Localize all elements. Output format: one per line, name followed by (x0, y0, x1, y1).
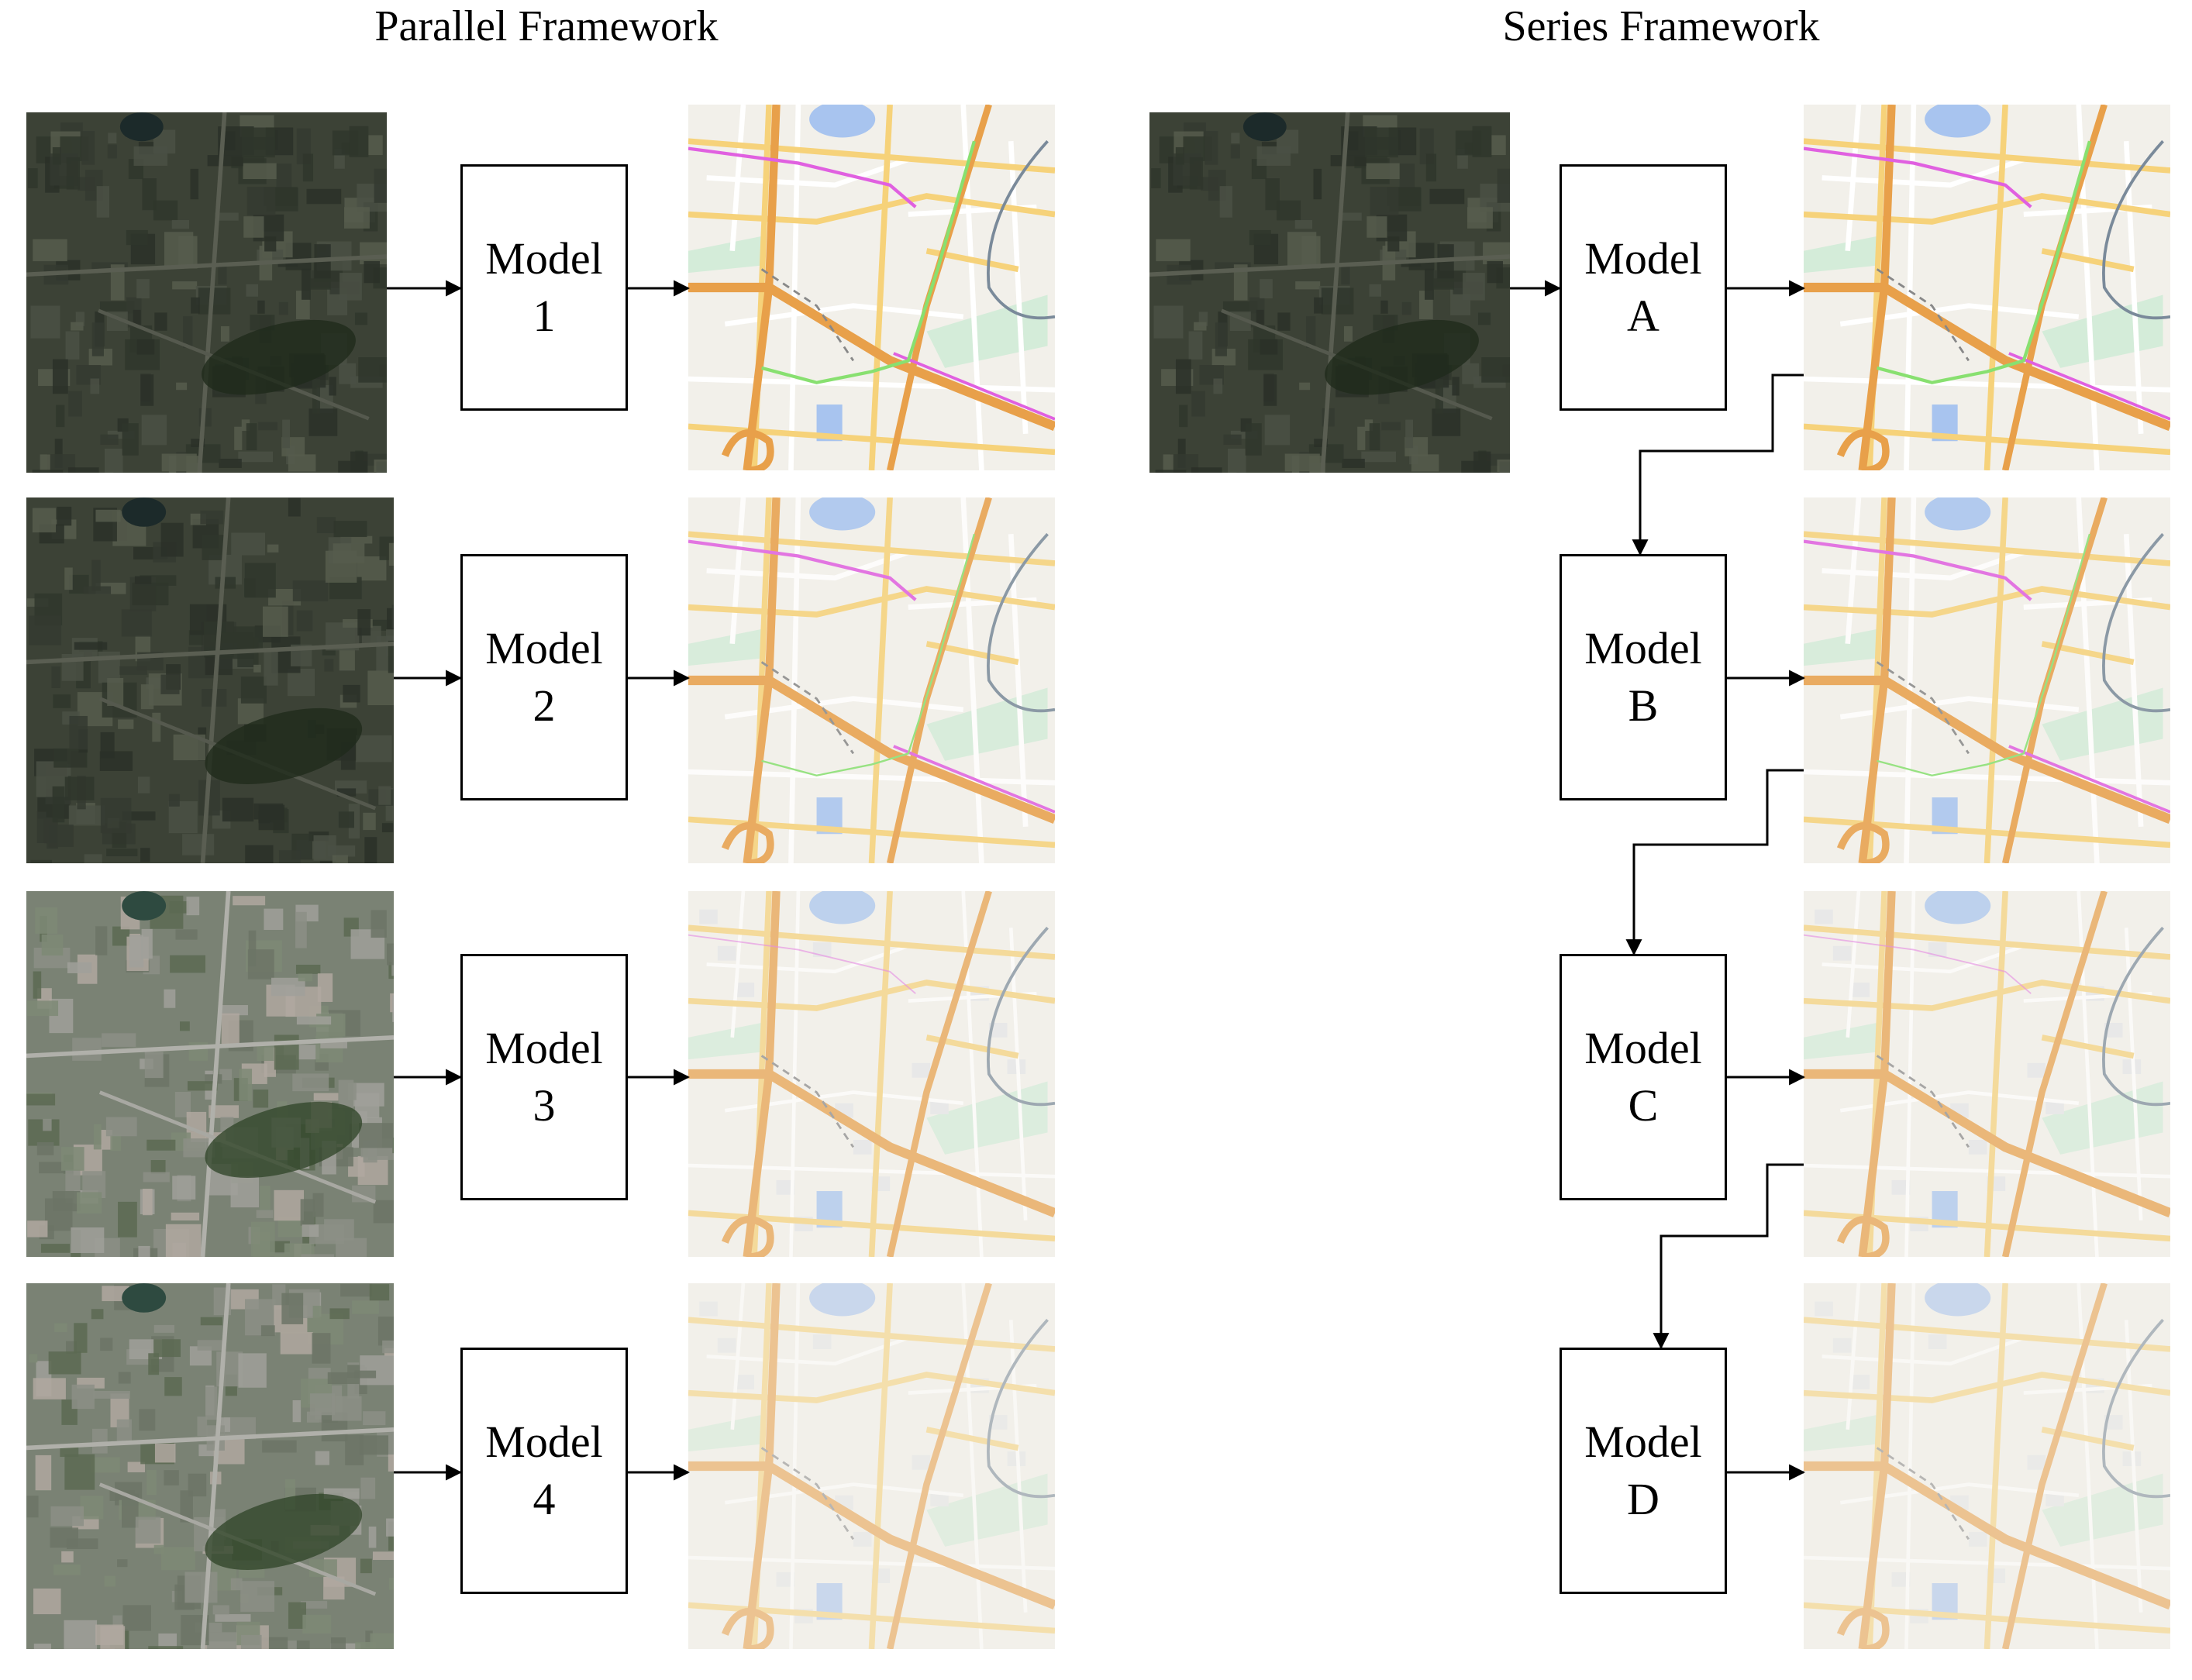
parallel-model-box-1: Model 1 (460, 164, 628, 411)
model-label: Model (1584, 1023, 1702, 1073)
series-map-output-d (1804, 1283, 2170, 1649)
model-label: Model (1584, 1417, 1702, 1467)
model-id: B (1628, 680, 1659, 731)
parallel-map-output-2 (688, 497, 1055, 863)
parallel-framework-title: Parallel Framework (374, 2, 719, 50)
parallel-map-output-3 (688, 891, 1055, 1257)
parallel-map-output-1 (688, 105, 1055, 470)
parallel-satellite-image-3 (26, 891, 394, 1257)
model-label: Model (485, 1417, 603, 1467)
parallel-map-output-4 (688, 1283, 1055, 1649)
model-label: Model (1584, 233, 1702, 284)
parallel-satellite-image-2 (26, 497, 394, 863)
series-satellite-image (1149, 112, 1510, 473)
parallel-model-box-2: Model 2 (460, 554, 628, 800)
model-id: 4 (532, 1474, 556, 1524)
model-label: Model (485, 233, 603, 284)
model-id: D (1627, 1474, 1660, 1524)
series-map-output-a (1804, 105, 2170, 470)
parallel-satellite-image-4 (26, 1283, 394, 1649)
model-id: C (1628, 1080, 1659, 1131)
series-map-output-c (1804, 891, 2170, 1257)
model-id: 2 (532, 680, 556, 731)
series-framework-title: Series Framework (1502, 2, 1820, 50)
parallel-model-box-4: Model 4 (460, 1348, 628, 1594)
model-id: 1 (532, 291, 556, 341)
series-map-output-b (1804, 497, 2170, 863)
parallel-satellite-image-1 (26, 112, 387, 473)
model-label: Model (1584, 623, 1702, 673)
parallel-model-box-3: Model 3 (460, 954, 628, 1200)
model-id: 3 (532, 1080, 556, 1131)
model-id: A (1627, 291, 1660, 341)
model-label: Model (485, 1023, 603, 1073)
model-label: Model (485, 623, 603, 673)
